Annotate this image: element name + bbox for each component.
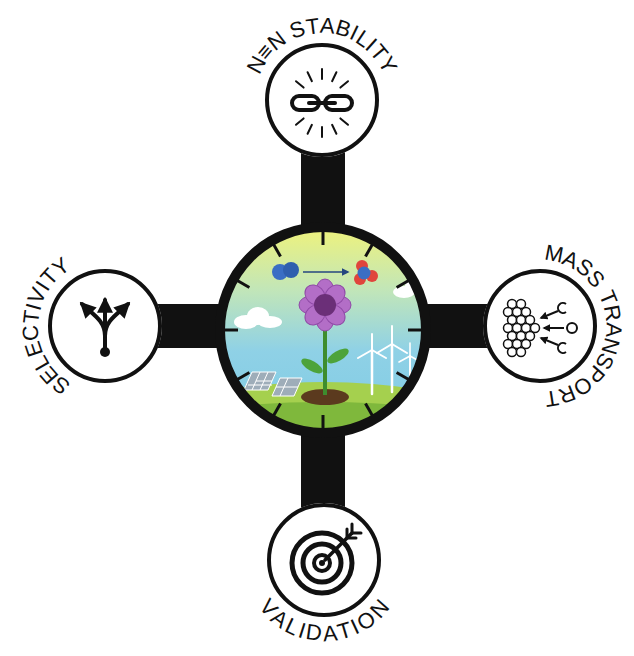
- circle-outline: [485, 271, 595, 381]
- topic-circle: MASS TRANSPORT: [483, 269, 597, 383]
- topic-circle: VALIDATION: [267, 503, 381, 617]
- label-glyph: C: [20, 324, 43, 342]
- molecules: [272, 260, 378, 285]
- circle-outline: [48, 269, 162, 383]
- flower: [299, 279, 351, 395]
- cloud: [234, 278, 439, 329]
- circle-outline: [265, 43, 379, 157]
- label-glyph: T: [543, 386, 560, 410]
- label-glyph: A: [602, 322, 625, 338]
- circle-outline: [267, 503, 381, 617]
- mass-transport-icon: [504, 300, 578, 357]
- chain-icon: [292, 69, 352, 137]
- circle-outline: [483, 269, 597, 383]
- cross-bars: [155, 150, 490, 510]
- topic-circle: N≡N STABILITY: [265, 43, 379, 157]
- label-glyph: R: [600, 304, 624, 323]
- circle-fills: [48, 43, 597, 617]
- branch-icon: [82, 300, 128, 357]
- clock-scene: [215, 227, 439, 440]
- target-icon: [292, 524, 361, 593]
- circle-outline: [50, 271, 160, 381]
- clock-ring: [220, 227, 426, 433]
- topic-circle: SELECTIVITY: [48, 269, 162, 383]
- solar-panels: [244, 372, 302, 396]
- circle-outline: [267, 45, 377, 155]
- label-glyph: D: [304, 621, 323, 645]
- label-glyph: T: [304, 15, 320, 39]
- circle-outline: [269, 505, 379, 615]
